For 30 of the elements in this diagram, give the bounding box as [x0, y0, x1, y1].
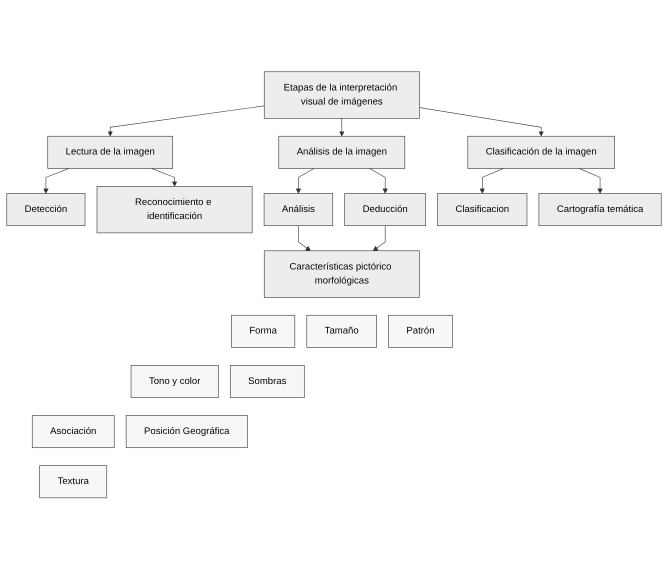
- arrow: [296, 168, 314, 194]
- node-box: Asociación: [32, 414, 114, 448]
- node-box: Forma: [231, 314, 296, 348]
- arrow: [369, 168, 388, 194]
- node-box: Sombras: [230, 364, 305, 398]
- node-box: Cartografía temática: [538, 192, 662, 226]
- node-box: Detección: [6, 192, 86, 226]
- node-box: Clasificacion: [437, 192, 528, 226]
- node-box: Etapas de la interpretación visual de imágenes: [264, 71, 420, 118]
- node-box: Textura: [39, 465, 108, 498]
- arrow: [151, 168, 178, 186]
- arrow: [372, 225, 386, 251]
- arrow: [419, 106, 544, 136]
- arrow: [480, 168, 504, 194]
- arrow: [578, 168, 603, 194]
- node-box: Tono y color: [130, 364, 219, 398]
- node-box: Posición Geográfica: [126, 414, 248, 448]
- node-box: Análisis de la imagen: [278, 136, 406, 168]
- node-box: Patrón: [388, 314, 453, 348]
- arrow: [339, 118, 344, 136]
- arrow: [108, 105, 265, 136]
- node-box: Deducción: [344, 192, 426, 226]
- node-box: Características pictórico morfológicas: [264, 250, 420, 298]
- node-box: Tamaño: [306, 314, 377, 348]
- node-box: Reconocimiento e identificación: [96, 186, 252, 233]
- node-box: Lectura de la imagen: [47, 136, 174, 168]
- node-box: Análisis: [264, 192, 334, 226]
- arrow: [43, 168, 70, 194]
- arrow: [298, 225, 311, 251]
- node-box: Clasificación de la imagen: [468, 136, 615, 168]
